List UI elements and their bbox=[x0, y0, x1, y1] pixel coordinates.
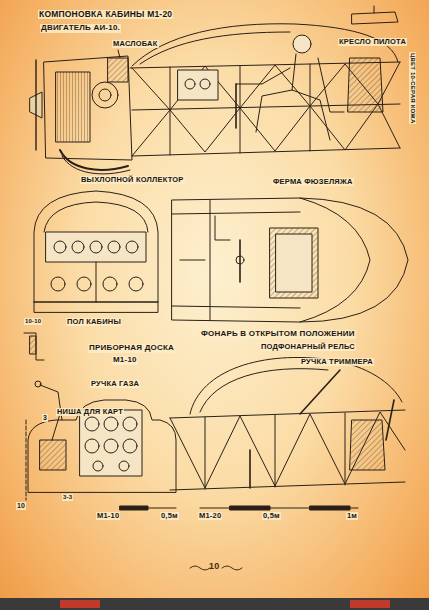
part-label: 0,5м bbox=[262, 512, 281, 520]
vertical-note: ЦВЕТ 10-СЕРАЯ КОЖА bbox=[409, 52, 416, 124]
part-label: 3-3 bbox=[62, 494, 73, 501]
front-view bbox=[34, 191, 158, 312]
toolbar-button bbox=[350, 600, 390, 608]
part-label: ПОЛ КАБИНЫ bbox=[66, 318, 122, 326]
toolbar-strip bbox=[0, 598, 429, 610]
scale-bar bbox=[120, 506, 358, 510]
part-label: ВЫХЛОПНОЙ КОЛЛЕКТОР bbox=[80, 176, 185, 184]
part-label: 10-10 bbox=[24, 318, 42, 325]
plan-view bbox=[172, 198, 408, 322]
part-label: М1-10 bbox=[112, 356, 138, 365]
part-label: МАСЛОБАК bbox=[112, 40, 159, 48]
part-label: ФОНАРЬ В ОТКРЫТОМ ПОЛОЖЕНИИ bbox=[200, 330, 356, 339]
toolbar-button bbox=[60, 600, 100, 608]
part-label: ПОДФОНАРНЫЙ РЕЛЬС bbox=[260, 343, 356, 351]
part-label: РУЧКА ТРИММЕРА bbox=[300, 358, 374, 366]
part-label: М1-20 bbox=[198, 512, 222, 520]
part-label: М1-10 bbox=[96, 512, 120, 520]
part-label: 10 bbox=[16, 502, 26, 510]
part-label: КРЕСЛО ПИЛОТА bbox=[338, 38, 407, 46]
page-number: 10 bbox=[208, 562, 220, 572]
part-label: ФЕРМА ФЮЗЕЛЯЖА bbox=[272, 178, 354, 186]
part-label: РУЧКА ГАЗА bbox=[90, 380, 140, 388]
part-label: ДВИГАТЕЛЬ АИ-10. bbox=[40, 24, 121, 33]
part-label: 3 bbox=[42, 414, 48, 422]
part-label: 0,5м bbox=[160, 512, 179, 520]
part-label: НИША ДЛЯ КАРТ bbox=[56, 408, 124, 416]
side-view-m1-20 bbox=[30, 6, 400, 174]
drawing-title: КОМПОНОВКА КАБИНЫ М1-20 bbox=[38, 10, 173, 19]
part-label: ПРИБОРНАЯ ДОСКА bbox=[88, 344, 175, 353]
side-view-canopy-open bbox=[170, 357, 405, 490]
part-label: 1м bbox=[346, 512, 358, 520]
instrument-panel bbox=[24, 333, 176, 500]
